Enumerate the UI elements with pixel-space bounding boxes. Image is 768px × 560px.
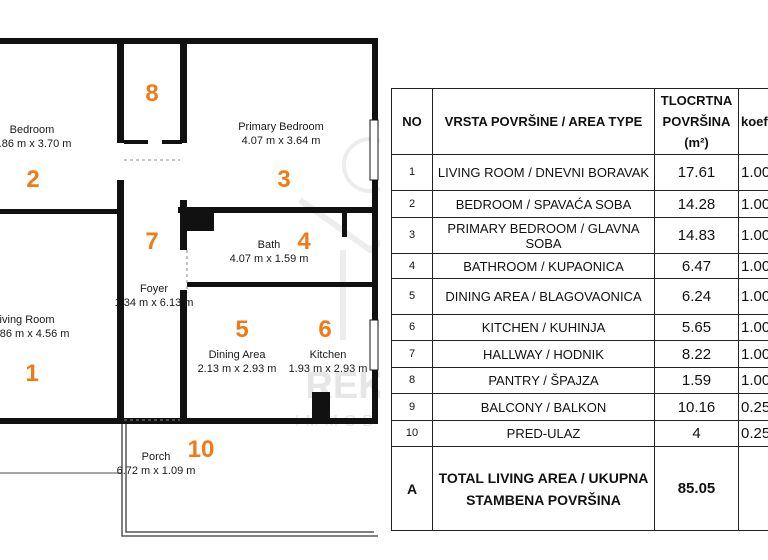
room-label-dining-area: Dining Area xyxy=(209,349,267,361)
cell-area: 14.83 xyxy=(654,217,739,254)
cell-type: HALLWAY / HODNIK xyxy=(432,340,655,368)
cell-no: 5 xyxy=(391,278,433,315)
cell-no: 10 xyxy=(391,420,433,447)
cell-coef: 0.25 xyxy=(738,420,768,447)
table-row: 5 DINING AREA / BLAGOVAONICA 6.24 1.00 xyxy=(391,278,768,315)
cell-no: 6 xyxy=(391,314,433,341)
table-row: 6 KITCHEN / KUHINJA 5.65 1.00 xyxy=(391,314,768,341)
header-floor-area-text: TLOCRTNA POVRŠINA (m²) xyxy=(660,93,733,150)
room-number-2: 2 xyxy=(26,166,39,193)
cell-coef: 1.00 xyxy=(738,253,768,279)
room-number-10: 10 xyxy=(188,436,215,463)
room-number-1: 1 xyxy=(25,360,38,387)
table-row: 10 PRED-ULAZ 4 0.25 xyxy=(391,420,768,447)
room-dims-bedroom: 3.86 m x 3.70 m xyxy=(0,138,71,150)
cell-no: 3 xyxy=(391,217,433,254)
cell-area: 14.28 xyxy=(654,190,739,218)
cell-area: 4 xyxy=(654,420,739,447)
cell-area: 17.61 xyxy=(654,154,739,191)
header-no: NO xyxy=(391,88,433,155)
room-number-3: 3 xyxy=(277,166,290,193)
walls xyxy=(0,38,379,424)
cell-type: LIVING ROOM / DNEVNI BORAVAK xyxy=(432,154,655,191)
table-row: 2 BEDROOM / SPAVAĆA SOBA 14.28 1.00 xyxy=(391,190,768,218)
room-label-primary-bedroom: Primary Bedroom xyxy=(238,121,324,133)
room-number-4: 4 xyxy=(297,228,311,255)
cell-coef: 1.00 xyxy=(738,190,768,218)
cell-type: BATHROOM / KUPAONICA xyxy=(432,253,655,279)
room-label-kitchen: Kitchen xyxy=(310,349,347,361)
room-dims-bath: 4.07 m x 1.59 m xyxy=(230,253,309,265)
cell-area: 6.24 xyxy=(654,278,739,315)
table-row: 4 BATHROOM / KUPAONICA 6.47 1.00 xyxy=(391,253,768,279)
room-dims-foyer: 1.34 m x 6.13 m xyxy=(115,297,194,309)
total-coef xyxy=(738,446,768,531)
room-label-porch: Porch xyxy=(142,451,171,463)
cell-coef: 1.00 xyxy=(738,340,768,368)
cell-area: 1.59 xyxy=(654,367,739,394)
room-dims-dining-area: 2.13 m x 2.93 m xyxy=(198,363,277,375)
table-row: 8 PANTRY / ŠPAJZA 1.59 1.00 xyxy=(391,367,768,394)
door-swings xyxy=(124,159,188,421)
floor-plan: REKER IMMOBILIER xyxy=(0,38,380,537)
cell-type: BEDROOM / SPAVAĆA SOBA xyxy=(432,190,655,218)
cell-type: DINING AREA / BLAGOVAONICA xyxy=(432,278,655,315)
cell-type: PANTRY / ŠPAJZA xyxy=(432,367,655,394)
room-label-living-room: Living Room xyxy=(0,314,55,326)
cell-no: 8 xyxy=(391,367,433,394)
room-dims-porch: 6.72 m x 1.09 m xyxy=(117,465,196,477)
cell-no: 2 xyxy=(391,190,433,218)
header-area-type-text: VRSTA POVRŠINE / AREA TYPE xyxy=(444,114,643,129)
header-area-type: VRSTA POVRŠINE / AREA TYPE xyxy=(432,88,655,155)
cell-type: PRIMARY BEDROOM / GLAVNA SOBA xyxy=(432,217,655,254)
room-number-7: 7 xyxy=(145,228,158,255)
cell-no: 1 xyxy=(391,154,433,191)
watermark-logo xyxy=(298,137,380,340)
cell-no: 9 xyxy=(391,393,433,421)
table-row: 3 PRIMARY BEDROOM / GLAVNA SOBA 14.83 1.… xyxy=(391,217,768,254)
cell-coef: 1.00 xyxy=(738,367,768,394)
room-dims-primary-bedroom: 4.07 m x 3.64 m xyxy=(242,135,321,147)
cell-coef: 1.00 xyxy=(738,278,768,315)
room-number-6: 6 xyxy=(318,316,331,343)
cell-coef: 1.00 xyxy=(738,217,768,254)
cell-type: PRED-ULAZ xyxy=(432,420,655,447)
cell-coef: 1.00 xyxy=(738,314,768,341)
cell-no: 4 xyxy=(391,253,433,279)
room-dims-living-room: 3.86 m x 4.56 m xyxy=(0,328,69,340)
total-area: 85.05 xyxy=(654,446,739,531)
cell-area: 10.16 xyxy=(654,393,739,421)
room-label-bath: Bath xyxy=(258,239,281,251)
cell-coef: 1.00 xyxy=(738,154,768,191)
cell-coef: 0.25 xyxy=(738,393,768,421)
cell-type: KITCHEN / KUHINJA xyxy=(432,314,655,341)
header-coefficient: koeficijent xyxy=(738,88,768,155)
total-no: A xyxy=(391,446,433,531)
area-table: NO VRSTA POVRŠINE / AREA TYPE TLOCRTNA P… xyxy=(391,88,768,531)
cell-area: 8.22 xyxy=(654,340,739,368)
header-floor-area: TLOCRTNA POVRŠINA (m²) xyxy=(654,88,739,155)
total-type: TOTAL LIVING AREA / UKUPNA STAMBENA POVR… xyxy=(432,446,655,531)
room-dims-kitchen: 1.93 m x 2.93 m xyxy=(289,363,368,375)
table-header-row: NO VRSTA POVRŠINE / AREA TYPE TLOCRTNA P… xyxy=(391,88,768,155)
table-total-row: A TOTAL LIVING AREA / UKUPNA STAMBENA PO… xyxy=(391,446,768,531)
table-row: 9 BALCONY / BALKON 10.16 0.25 xyxy=(391,393,768,421)
cell-area: 6.47 xyxy=(654,253,739,279)
cell-area: 5.65 xyxy=(654,314,739,341)
room-number-5: 5 xyxy=(235,316,248,343)
room-number-8: 8 xyxy=(145,80,158,107)
porch-outline xyxy=(0,424,378,537)
room-label-foyer: Foyer xyxy=(140,283,168,295)
cell-no: 7 xyxy=(391,340,433,368)
table-row: 7 HALLWAY / HODNIK 8.22 1.00 xyxy=(391,340,768,368)
table-row: 1 LIVING ROOM / DNEVNI BORAVAK 17.61 1.0… xyxy=(391,154,768,191)
cell-type: BALCONY / BALKON xyxy=(432,393,655,421)
room-label-bedroom: Bedroom xyxy=(10,124,55,136)
